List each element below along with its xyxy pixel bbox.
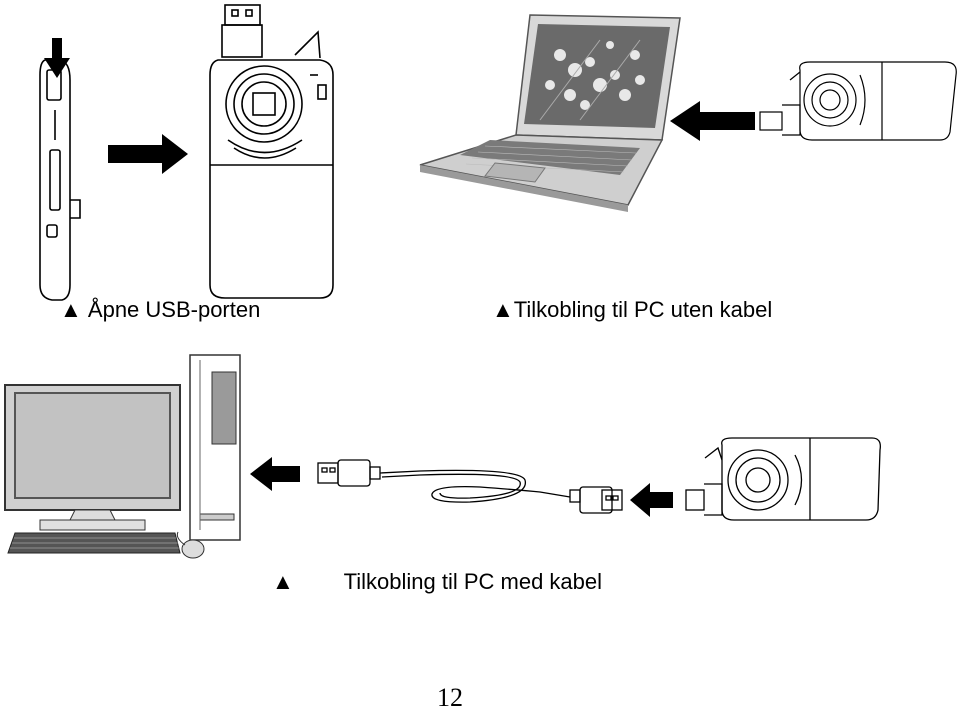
triangle-marker-icon: ▲ [492,297,514,322]
caption-open-usb: ▲ Åpne USB-porten [60,297,260,323]
page-number: 12 [437,683,463,712]
caption-pc-no-cable-text: Tilkobling til PC uten kabel [513,297,773,322]
caption-open-usb-text: Åpne USB-porten [87,297,261,322]
triangle-marker-icon: ▲ [60,297,82,322]
caption-pc-no-cable: ▲Tilkobling til PC uten kabel [492,297,772,323]
caption-pc-with-cable: ▲ Tilkobling til PC med kabel [272,569,602,595]
caption-pc-with-cable-text: Tilkobling til PC med kabel [343,569,603,594]
triangle-marker-icon: ▲ [272,569,294,594]
